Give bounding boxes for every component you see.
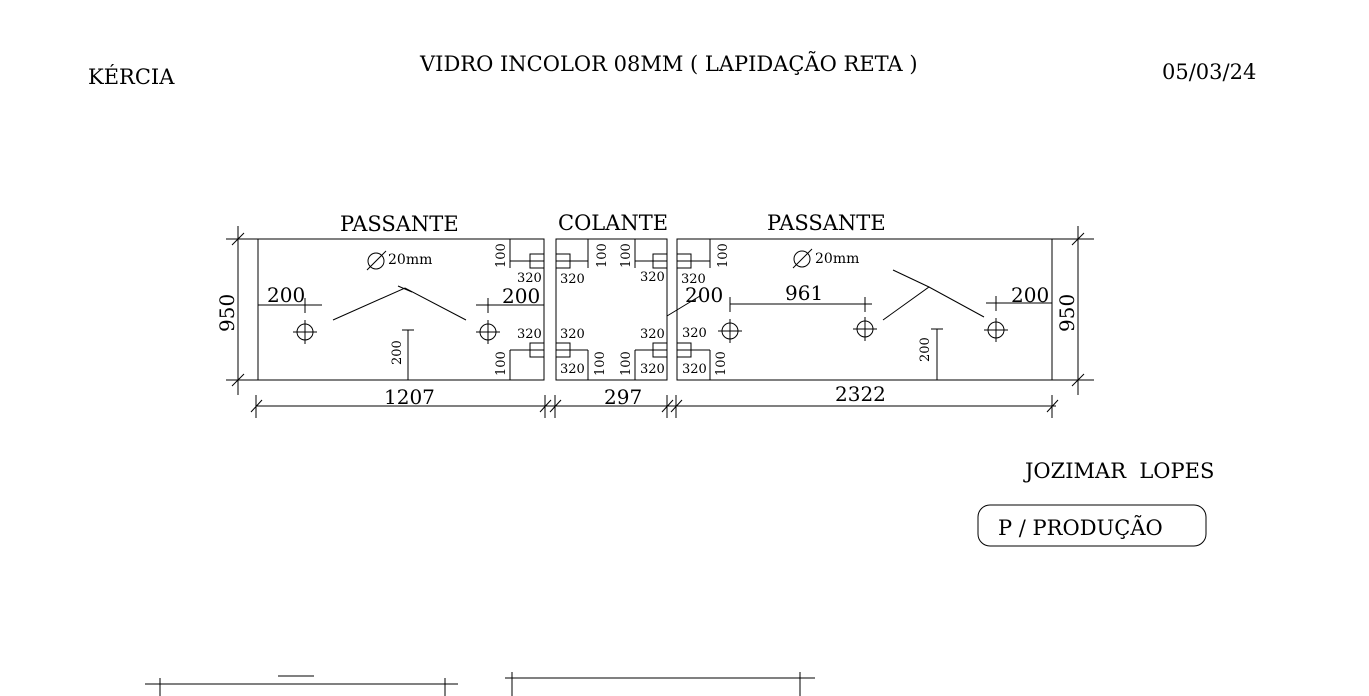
dim-200-left-a: 200 xyxy=(267,283,305,307)
piece-label-left: PASSANTE xyxy=(340,212,459,236)
piece-label-right: PASSANTE xyxy=(767,211,886,235)
notch-320-mid-bl-b: 320 xyxy=(560,362,585,377)
dim-200-left-b: 200 xyxy=(502,284,540,308)
notch-320-right-bottom-b: 320 xyxy=(682,362,707,377)
notch-left-top xyxy=(509,239,545,269)
notch-100-right-bottom: 100 xyxy=(714,351,729,376)
dim-200-right-b: 200 xyxy=(1011,283,1049,307)
notch-100-left-top: 100 xyxy=(494,243,509,268)
hole-right-3 xyxy=(984,318,1008,342)
opening-arrow-right xyxy=(882,286,985,321)
notch-right-top xyxy=(676,239,711,269)
notch-middle-top-right xyxy=(634,239,668,269)
notch-320-right-top: 320 xyxy=(681,272,706,287)
cutoff-dimension-lines xyxy=(145,672,815,696)
piece-label-middle: COLANTE xyxy=(558,211,668,235)
hole-right-2 xyxy=(853,317,877,341)
notch-middle-top-left xyxy=(555,239,589,269)
notch-100-mid-tr: 100 xyxy=(619,243,634,268)
notch-320-right-bottom-a: 320 xyxy=(682,326,707,341)
notch-320-left-bottom: 320 xyxy=(517,327,542,342)
width-label-right: 2322 xyxy=(835,382,886,406)
notch-left-bottom xyxy=(509,342,545,380)
notch-320-mid-tr: 320 xyxy=(640,270,665,285)
notch-320-mid-br-b: 320 xyxy=(640,362,665,377)
author-name: JOZIMAR LOPES xyxy=(1023,459,1214,483)
hole-symbol-right xyxy=(792,248,813,269)
panel-left xyxy=(257,238,545,381)
notch-100-right-top: 100 xyxy=(716,243,731,268)
notch-100-mid-bl: 100 xyxy=(593,351,608,376)
dim-200-right-a: 200 xyxy=(685,283,723,307)
hole-right-1 xyxy=(718,319,742,343)
dim-v200-right: 200 xyxy=(918,337,933,362)
notch-100-mid-br: 100 xyxy=(619,351,634,376)
notch-middle-bottom-left xyxy=(555,342,589,380)
hole-label-left: 20mm xyxy=(388,252,432,268)
client-name: KÉRCIA xyxy=(88,65,175,89)
panel-middle xyxy=(555,238,668,381)
notch-320-left-top: 320 xyxy=(517,271,542,286)
dim-961: 961 xyxy=(785,281,823,305)
height-label-right: 950 xyxy=(1055,294,1079,332)
notch-100-mid-tl: 100 xyxy=(595,243,610,268)
dim-v200-left: 200 xyxy=(390,340,405,365)
width-label-middle: 297 xyxy=(604,385,642,409)
production-stamp-box xyxy=(977,504,1207,547)
hole-symbol-left xyxy=(366,250,387,271)
notch-middle-bottom-right xyxy=(634,342,668,380)
width-label-left: 1207 xyxy=(384,385,435,409)
drawing-title: VIDRO INCOLOR 08MM ( LAPIDAÇÃO RETA ) xyxy=(419,52,918,76)
notch-right-bottom xyxy=(676,342,711,380)
production-stamp-text: P / PRODUÇÃO xyxy=(998,516,1163,540)
height-dimension-right xyxy=(1052,226,1094,395)
notch-320-mid-tl: 320 xyxy=(560,272,585,287)
height-dimension-left xyxy=(226,226,258,395)
hole-left-2 xyxy=(476,320,500,344)
dim-line-200-right-a xyxy=(666,295,701,317)
opening-arrow-left xyxy=(332,287,467,321)
drawing-date: 05/03/24 xyxy=(1162,60,1256,84)
hole-left-1 xyxy=(293,320,317,344)
notch-320-mid-bl-a: 320 xyxy=(560,327,585,342)
hole-label-right: 20mm xyxy=(815,251,859,267)
notch-320-mid-br-a: 320 xyxy=(640,327,665,342)
width-dimension-chain xyxy=(250,395,1059,418)
height-label-left: 950 xyxy=(215,294,239,332)
notch-100-left-bottom: 100 xyxy=(494,351,509,376)
